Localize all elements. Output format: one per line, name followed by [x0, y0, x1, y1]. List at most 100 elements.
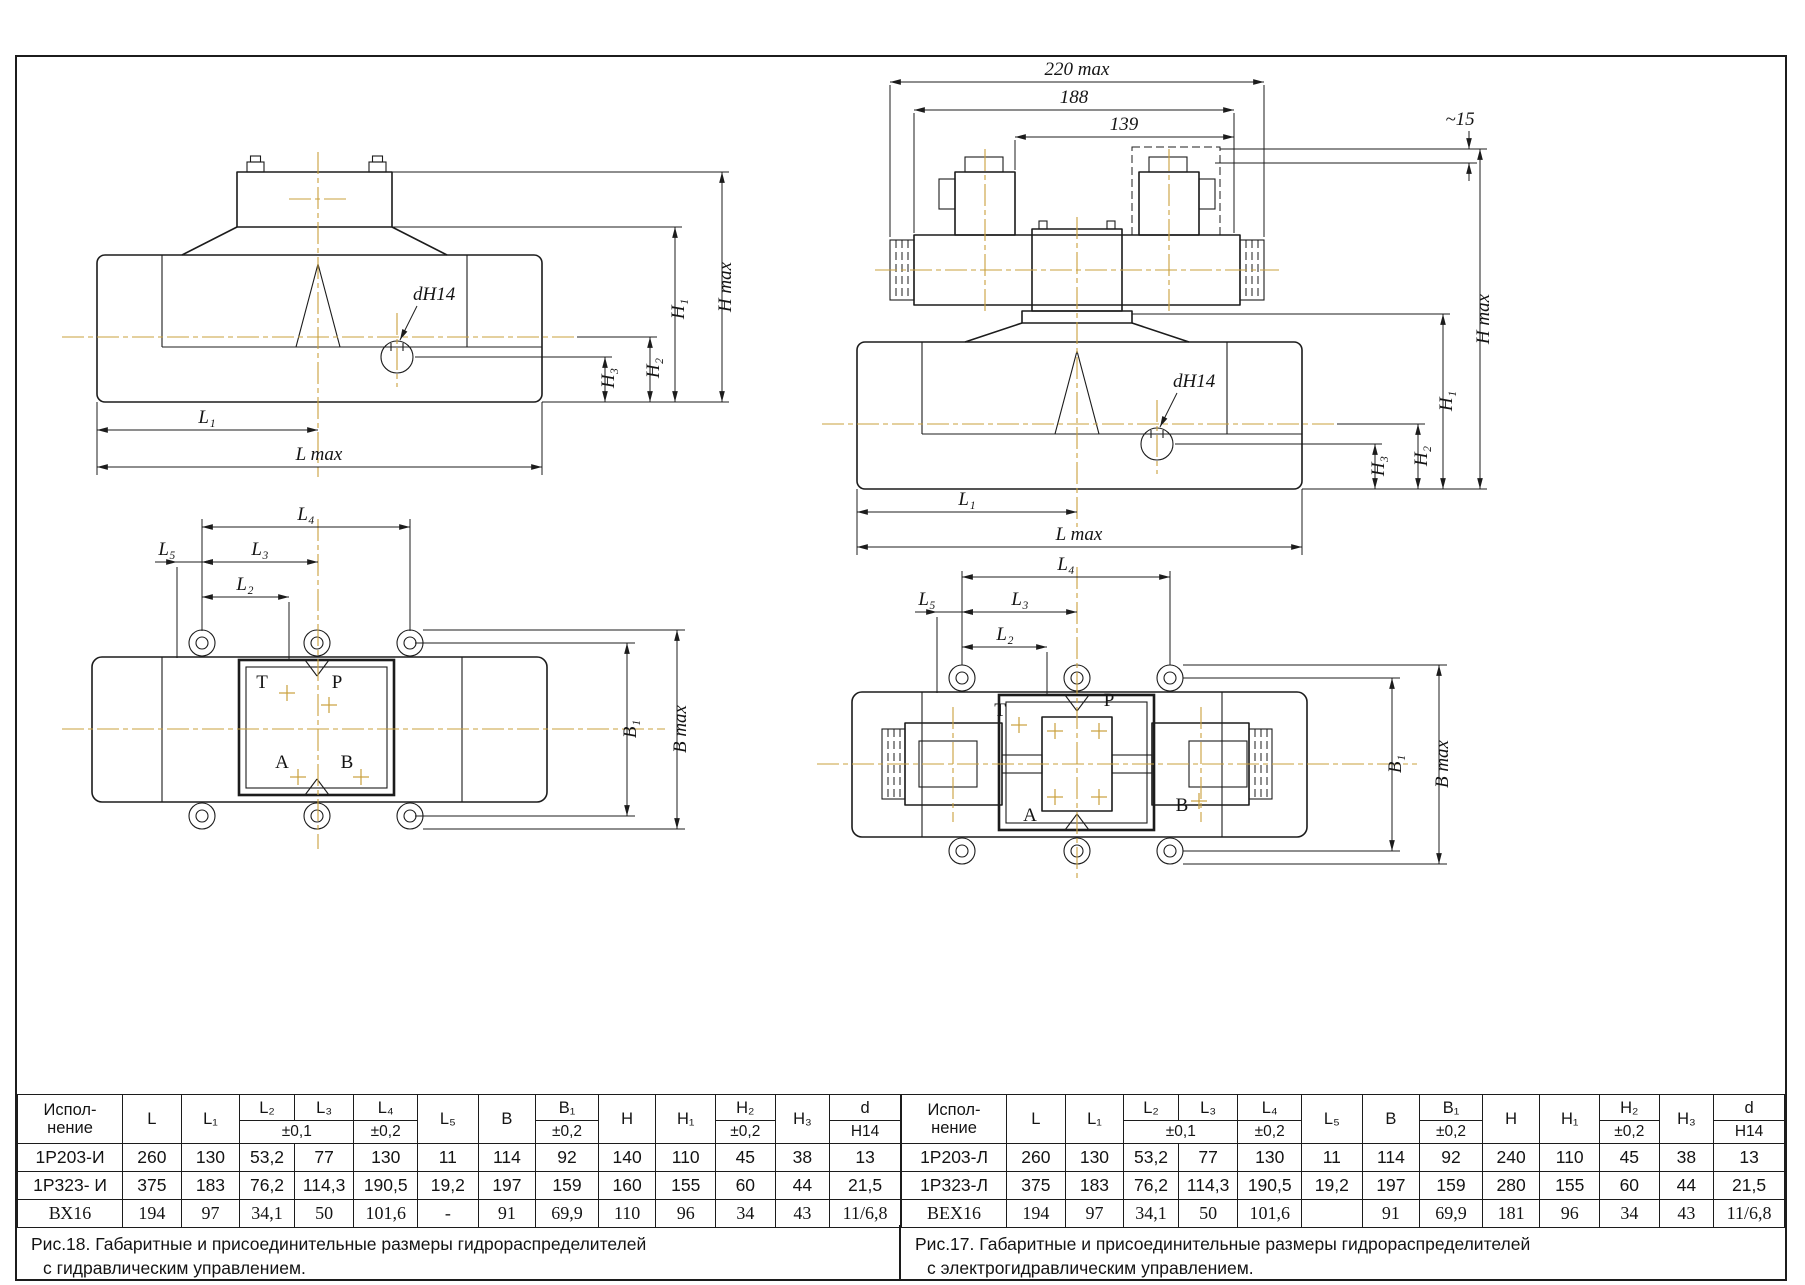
header-L: L: [1006, 1094, 1066, 1144]
table-cell: 21,5: [1713, 1171, 1785, 1200]
fig17-dimension-table: Испол-нение L L₁ L₂ L₃ L₄ L₅ B B₁ H H₁ H…: [900, 1094, 1785, 1228]
dim-label-h2: H₂: [643, 357, 664, 379]
tolerance-01: ±0,1: [239, 1120, 355, 1144]
port-a-label: A: [1023, 805, 1037, 826]
centerlines: [817, 567, 1417, 882]
table-cell: 44: [1658, 1171, 1715, 1200]
table-cell: ВХ16: [16, 1199, 124, 1228]
table-cell: 60: [1599, 1171, 1660, 1200]
header-L1: L₁: [1064, 1094, 1125, 1144]
tolerance-02: ±0,2: [1419, 1120, 1483, 1144]
port-labels: T P A B: [256, 672, 353, 773]
figure-captions: Рис.18. Габаритные и присоединительные р…: [17, 1225, 1785, 1279]
table-cell: 92: [535, 1143, 599, 1172]
table-cell: 375: [122, 1171, 182, 1200]
header-B: B: [1361, 1094, 1421, 1144]
table-cell: 77: [293, 1143, 355, 1172]
header-H3: H₃: [774, 1094, 831, 1144]
dimensions: L₄ L₃ L₅ L₂ B₁ B max: [915, 554, 1453, 865]
table-cell: 159: [535, 1171, 599, 1200]
table-cell: 1Р203-Л: [900, 1143, 1008, 1172]
port-p-label: P: [1104, 690, 1115, 711]
port-p-label: P: [332, 672, 343, 693]
table-cell: 53,2: [239, 1143, 295, 1172]
table-cell: 160: [597, 1171, 657, 1200]
header-L2: L₂: [239, 1094, 295, 1121]
table-cell: 76,2: [239, 1171, 295, 1200]
valve-body-outline: [856, 310, 1303, 490]
table-cell: 190,5: [1237, 1171, 1303, 1200]
fig18-top-view: T P A B L₄ L₃ L₅ L₂ B₁ B: [62, 504, 691, 849]
dim-label-b1: B₁: [1385, 755, 1406, 773]
header-L3: L₃: [293, 1094, 355, 1121]
table-cell: 19,2: [1301, 1171, 1363, 1200]
tolerance-h14: H14: [1713, 1120, 1785, 1144]
centerlines: [62, 519, 665, 849]
table-cell: 60: [715, 1171, 776, 1200]
table-cell: 50: [1177, 1199, 1239, 1228]
table-cell: 34: [1599, 1199, 1660, 1228]
centerlines: [62, 152, 577, 477]
header-B1: B₁: [1419, 1094, 1483, 1121]
drawing-sheet: H max H₁ H₂ H₃ dH14 L₁ L max: [15, 55, 1787, 1281]
table-cell: 280: [1481, 1171, 1541, 1200]
table-cell: 45: [715, 1143, 776, 1172]
table-cell: 1Р323- И: [16, 1171, 124, 1200]
table-cell: 92: [1419, 1143, 1483, 1172]
fig18-side-view: H max H₁ H₂ H₃ dH14 L₁ L max: [62, 152, 736, 477]
dimensions: H max H₁ H₂ H₃ dH14 L₁ L max: [96, 171, 736, 475]
table-cell: -: [417, 1199, 479, 1228]
table-cell: 96: [655, 1199, 717, 1228]
table-cell: 53,2: [1123, 1143, 1179, 1172]
dim-label-l2: L₂: [995, 624, 1014, 645]
header-H2: H₂: [715, 1094, 776, 1121]
caption-text: Рис.17. Габаритные и присоединительные р…: [915, 1234, 1531, 1254]
table-cell: 77: [1177, 1143, 1239, 1172]
header-d: d: [829, 1094, 901, 1121]
header-B1: B₁: [535, 1094, 599, 1121]
table-cell: 45: [1599, 1143, 1660, 1172]
fig17-table-container: Испол-нение L L₁ L₂ L₃ L₄ L₅ B B₁ H H₁ H…: [900, 1094, 1785, 1228]
table-cell: 197: [477, 1171, 537, 1200]
dim-label-lmax: L max: [295, 444, 343, 465]
header-L1: L₁: [180, 1094, 241, 1144]
fig17-side-view: 220 max 188 139 ~15 H max H₁ H₂ H₃: [822, 59, 1494, 555]
dim-label-l4: L₄: [296, 504, 314, 525]
table-cell: 159: [1419, 1171, 1483, 1200]
figure-17-caption: Рис.17. Габаритные и присоединительные р…: [901, 1225, 1785, 1279]
table-cell: 91: [1361, 1199, 1421, 1228]
table-cell: 97: [1064, 1199, 1125, 1228]
dim-label-139: 139: [1110, 114, 1139, 135]
dim-label-hmax: H max: [1473, 293, 1494, 345]
figure-18-caption: Рис.18. Габаритные и присоединительные р…: [17, 1225, 901, 1279]
header-H: H: [597, 1094, 657, 1144]
dim-label-l1: L₁: [957, 489, 975, 510]
header-L: L: [122, 1094, 182, 1144]
table-cell: 11: [1301, 1143, 1363, 1172]
tolerance-02: ±0,2: [353, 1120, 419, 1144]
table-cell: 11/6,8: [1713, 1199, 1785, 1228]
port-labels: T P A B: [994, 690, 1188, 826]
header-H3: H₃: [1658, 1094, 1715, 1144]
dimensions: 220 max 188 139 ~15 H max H₁ H₂ H₃: [856, 59, 1494, 555]
dimensions: L₄ L₃ L₅ L₂ B₁ B max: [155, 504, 691, 830]
header-H1: H₁: [1539, 1094, 1601, 1144]
table-cell: 34,1: [1123, 1199, 1179, 1228]
dim-label-h3: H₃: [1368, 456, 1389, 477]
dim-label-l5: L₅: [917, 589, 935, 610]
header-H: H: [1481, 1094, 1541, 1144]
dim-label-h2: H₂: [1411, 445, 1432, 467]
dim-label-l5: L₅: [157, 539, 175, 560]
table-cell: 114,3: [293, 1171, 355, 1200]
table-cell: 1Р323-Л: [900, 1171, 1008, 1200]
table-cell: 114: [1361, 1143, 1421, 1172]
header-execution: Испол-нение: [16, 1094, 124, 1144]
dim-label-b1: B₁: [620, 720, 641, 738]
table-cell: 101,6: [1237, 1199, 1303, 1228]
dim-label-l4: L₄: [1056, 554, 1074, 575]
dim-label-188: 188: [1060, 87, 1089, 108]
header-L2: L₂: [1123, 1094, 1179, 1121]
table-cell: 190,5: [353, 1171, 419, 1200]
